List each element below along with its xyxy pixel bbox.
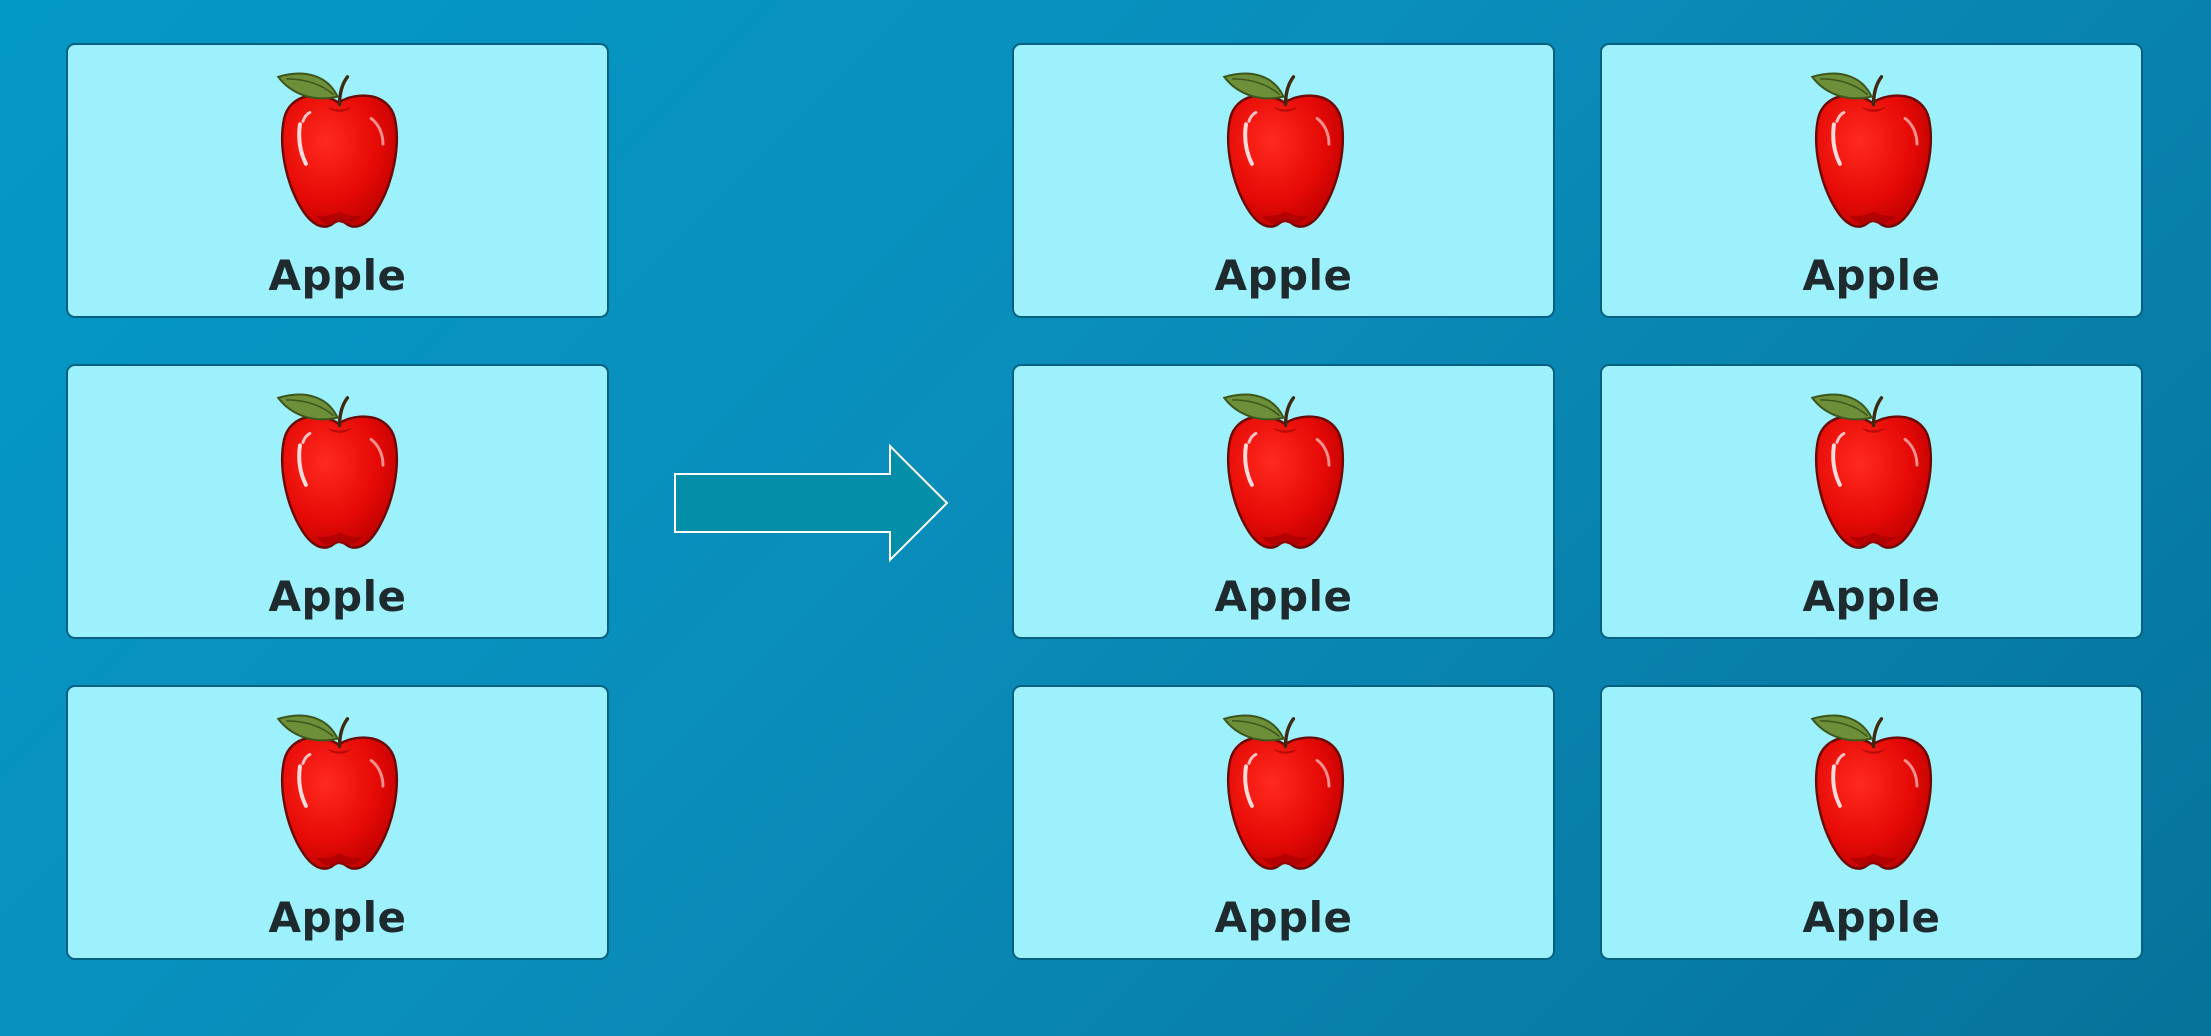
apple-label: Apple: [268, 893, 407, 942]
right-apple-card-4: Apple: [1600, 364, 2143, 639]
right-apple-card-2: Apple: [1600, 43, 2143, 318]
apple-label: Apple: [1214, 251, 1353, 300]
apple-icon: [1222, 393, 1345, 549]
apple-label: Apple: [268, 251, 407, 300]
right-apple-card-6: Apple: [1600, 685, 2143, 960]
right-arrow-icon: [674, 443, 949, 563]
apple-icon: [1810, 72, 1933, 228]
right-apple-card-5: Apple: [1012, 685, 1555, 960]
left-apple-card-1: Apple: [66, 43, 609, 318]
right-apple-card-3: Apple: [1012, 364, 1555, 639]
apple-icon: [276, 72, 399, 228]
apple-icon: [1810, 393, 1933, 549]
apple-label: Apple: [1802, 893, 1941, 942]
apple-label: Apple: [1214, 893, 1353, 942]
apple-icon: [276, 393, 399, 549]
apple-icon: [1222, 72, 1345, 228]
apple-label: Apple: [1214, 572, 1353, 621]
apple-icon: [1810, 714, 1933, 870]
left-apple-card-3: Apple: [66, 685, 609, 960]
apple-label: Apple: [1802, 251, 1941, 300]
apple-icon: [1222, 714, 1345, 870]
apple-label: Apple: [1802, 572, 1941, 621]
apple-label: Apple: [268, 572, 407, 621]
right-apple-card-1: Apple: [1012, 43, 1555, 318]
arrow-shape: [674, 443, 949, 563]
apple-icon: [276, 714, 399, 870]
left-apple-card-2: Apple: [66, 364, 609, 639]
